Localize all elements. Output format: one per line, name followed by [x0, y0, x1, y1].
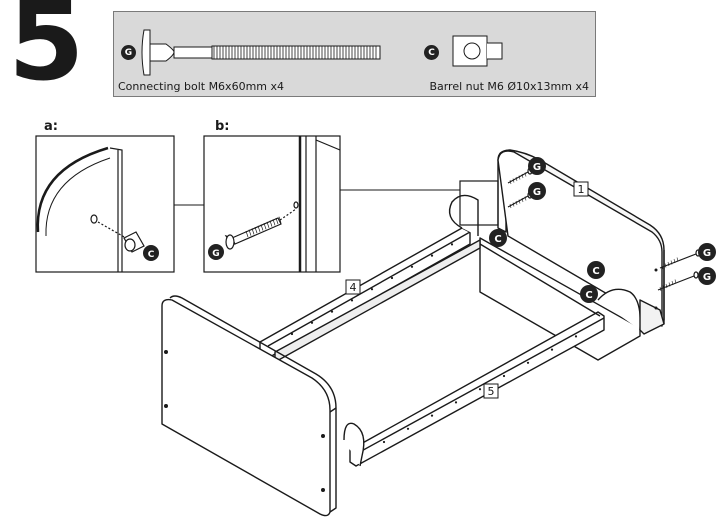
right-nut-callout-lower: C: [585, 290, 592, 301]
right-nut-callout-upper: C: [592, 266, 599, 277]
parts-panel: G C Connecting bolt M6x60mm x4 Barrel nu…: [113, 11, 596, 97]
detail-b-label: b:: [215, 119, 230, 134]
detail-a-label: a:: [44, 119, 58, 134]
bed-drawing: [161, 149, 665, 517]
nut-caption: Barrel nut M6 Ø10x13mm x4: [429, 80, 589, 93]
connecting-bolt-icon: [141, 29, 503, 76]
inner-nut-callout: C: [494, 234, 501, 245]
right-bolt-callout-upper: G: [703, 248, 711, 259]
step-number: 5: [8, 0, 85, 105]
part-number-bottom-rail: 5: [488, 385, 495, 398]
part-number-headboard: 1: [578, 183, 585, 196]
bolt-part-badge: G: [121, 45, 136, 60]
detail-b-bolt-callout: G: [212, 249, 219, 259]
detail-a-nut-callout: C: [148, 250, 155, 260]
part-number-labels: 1 4 5: [345, 181, 589, 399]
nut-part-badge: C: [424, 45, 439, 60]
right-bolt-callout-lower: G: [703, 272, 711, 283]
detail-b-frame: [203, 135, 341, 273]
bed-callouts: G G G G C C C: [489, 157, 716, 303]
bolt-caption: Connecting bolt M6x60mm x4: [118, 80, 284, 93]
headboard-bolt-callout-lower: G: [533, 187, 541, 198]
headboard-bolt-callout-upper: G: [533, 162, 541, 173]
part-number-side-rail: 4: [350, 281, 357, 294]
